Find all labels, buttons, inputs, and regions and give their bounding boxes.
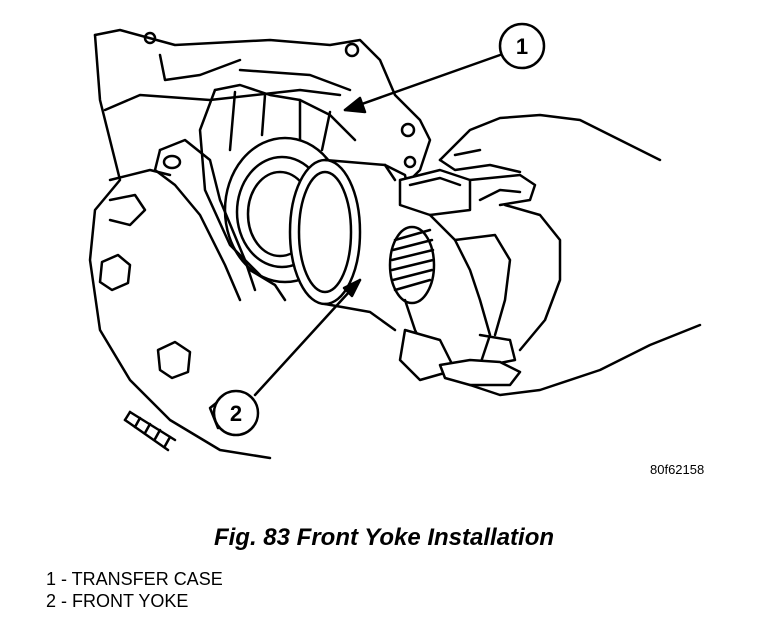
hand [438, 113, 702, 397]
transfer-case-housing [88, 28, 432, 460]
legend-item-transfer-case: 1 - TRANSFER CASE [46, 569, 223, 589]
figure-reference-code: 80f62158 [650, 462, 705, 477]
callout-circle-1 [498, 22, 546, 70]
callout-number-2: 2 [230, 401, 242, 426]
callout-circle-2 [212, 389, 260, 437]
callout-leader-2 [253, 278, 362, 397]
legend-item-front-yoke: 2 - FRONT YOKE [46, 591, 189, 611]
front-yoke [288, 158, 517, 382]
figure-legend: 1 - TRANSFER CASE 2 - FRONT YOKE [46, 568, 223, 612]
callout-number-1: 1 [516, 34, 528, 59]
callout-leader-1 [343, 53, 502, 114]
yoke-installation-illustration: 1 2 [88, 22, 702, 460]
figure-caption: Fig. 83 Front Yoke Installation [213, 524, 555, 551]
